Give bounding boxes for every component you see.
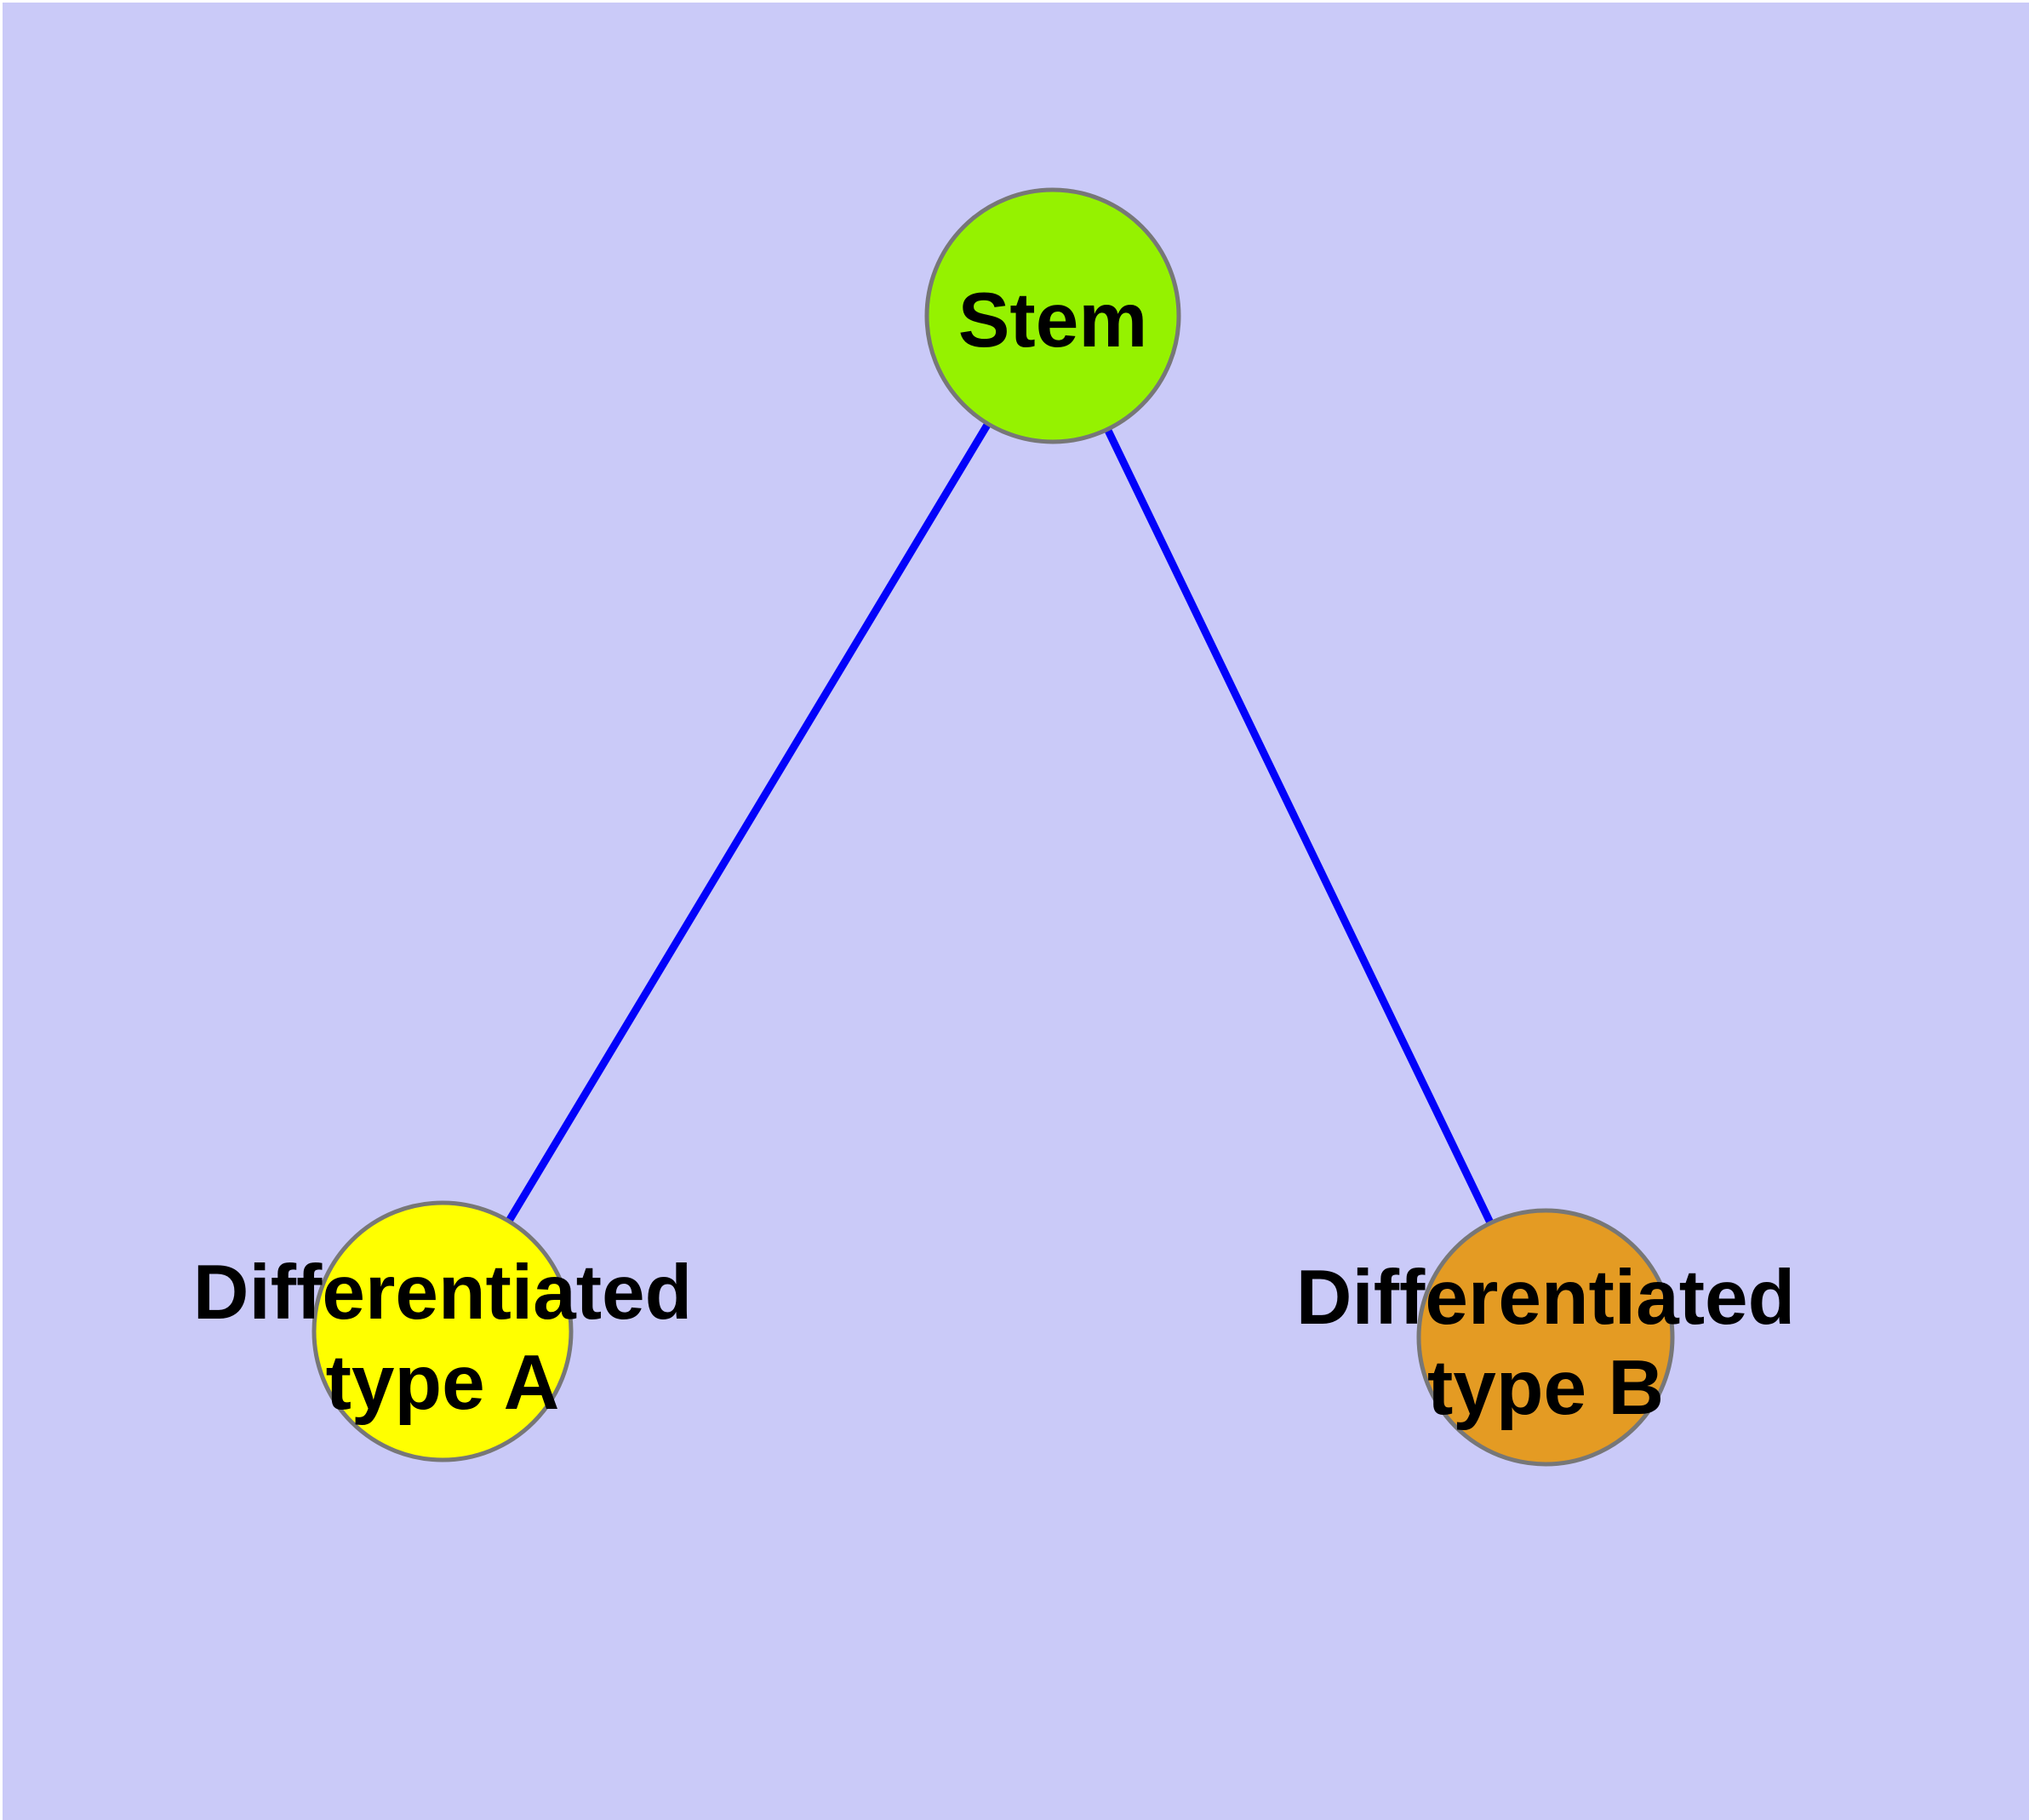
- node-circle-differentiated-type-b: [1416, 1208, 1675, 1467]
- node-circle-stem: [924, 187, 1181, 444]
- edge-stem-to-type-b: [1049, 314, 1550, 1339]
- edge-stem-to-type-a: [439, 313, 1056, 1334]
- node-circle-differentiated-type-a: [311, 1200, 574, 1462]
